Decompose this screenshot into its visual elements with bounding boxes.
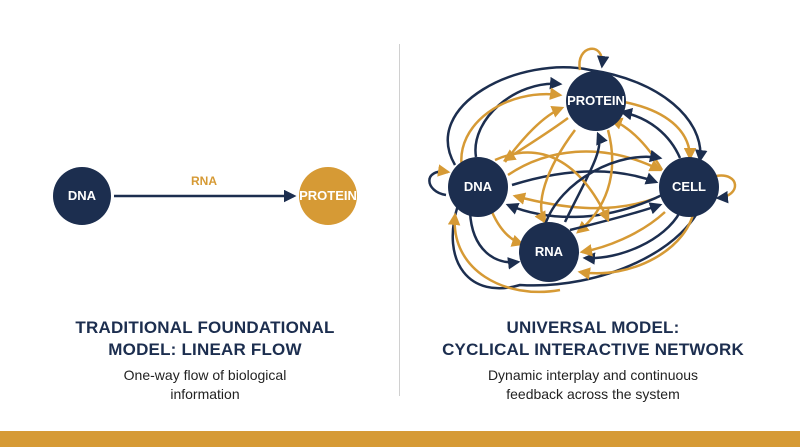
protein-self-loop: [578, 47, 610, 71]
right-panel-subtitle: Dynamic interplay and continuous feedbac…: [418, 366, 768, 404]
curve-protein-rna-3: [576, 129, 614, 234]
curve-dna-rna-1: [490, 211, 525, 247]
dna-node-label: DNA: [68, 188, 97, 203]
cell-network-node: [659, 157, 719, 217]
left-title-line-2: MODEL: LINEAR FLOW: [108, 340, 302, 359]
curve-cell-dna-4: [505, 193, 663, 219]
left-title-line-1: TRADITIONAL FOUNDATIONAL: [75, 318, 335, 337]
network-diagram: PROTEIN DNA CELL RNA: [428, 47, 737, 294]
curve-rna-protein-2: [563, 131, 608, 223]
protein-node-label: PROTEIN: [299, 188, 357, 203]
cell-network-node-label: CELL: [672, 179, 706, 194]
curve-protein-dna-2: [502, 116, 569, 162]
curve-dna-cell-2: [512, 192, 657, 210]
arc-wide-left: [447, 212, 561, 294]
protein-network-node: [566, 71, 626, 131]
curve-protein-rna-1: [534, 129, 577, 225]
right-title-line-1: UNIVERSAL MODEL:: [506, 318, 680, 337]
protein-network-node-label: PROTEIN: [567, 93, 625, 108]
linear-flow-diagram: RNA DNA PROTEIN: [53, 167, 357, 225]
right-title-line-2: CYCLICAL INTERACTIVE NETWORK: [442, 340, 744, 359]
arc-outer-bottom-right-2: [582, 211, 682, 265]
dna-self-loop: [428, 164, 451, 197]
arc-outer-top-right: [623, 100, 697, 161]
curve-dna-rna-cross: [494, 151, 610, 223]
arc-outer-bottom-left: [468, 211, 521, 270]
arc-outer-top-left-2: [460, 87, 563, 169]
left-panel-subtitle: One-way flow of biological information: [40, 366, 370, 404]
arc-outer-bottom-left-2: [451, 192, 709, 290]
arc-outer-top-right-2: [619, 107, 682, 159]
curve-dna-cell-3: [507, 150, 663, 177]
left-panel-title: TRADITIONAL FOUNDATIONAL MODEL: LINEAR F…: [40, 317, 370, 361]
right-subtitle-line-1: Dynamic interplay and continuous: [487, 367, 699, 383]
panel-divider: [399, 44, 400, 396]
left-subtitle-line-1: One-way flow of biological: [123, 367, 287, 383]
right-panel-title: UNIVERSAL MODEL: CYCLICAL INTERACTIVE NE…: [418, 317, 768, 361]
dna-network-node: [448, 157, 508, 217]
rna-network-node-label: RNA: [535, 244, 564, 259]
right-subtitle-line-2: feedback across the system: [506, 386, 680, 402]
dna-network-node-label: DNA: [464, 179, 493, 194]
rna-edge-label: RNA: [191, 174, 217, 188]
arc-wide-right: [446, 66, 708, 166]
cell-self-loop: [715, 174, 737, 204]
arc-outer-bottom-right: [577, 204, 697, 280]
curve-cell-rna-2: [579, 211, 666, 257]
footer-accent-bar: [0, 431, 800, 447]
dna-node: [53, 167, 111, 225]
left-subtitle-line-2: information: [170, 386, 240, 402]
curve-cell-protein-2: [543, 149, 663, 226]
curve-dna-cell-1: [511, 170, 659, 187]
curve-rna-cell-1: [569, 202, 663, 232]
rna-network-node: [519, 222, 579, 282]
protein-node: [299, 167, 357, 225]
